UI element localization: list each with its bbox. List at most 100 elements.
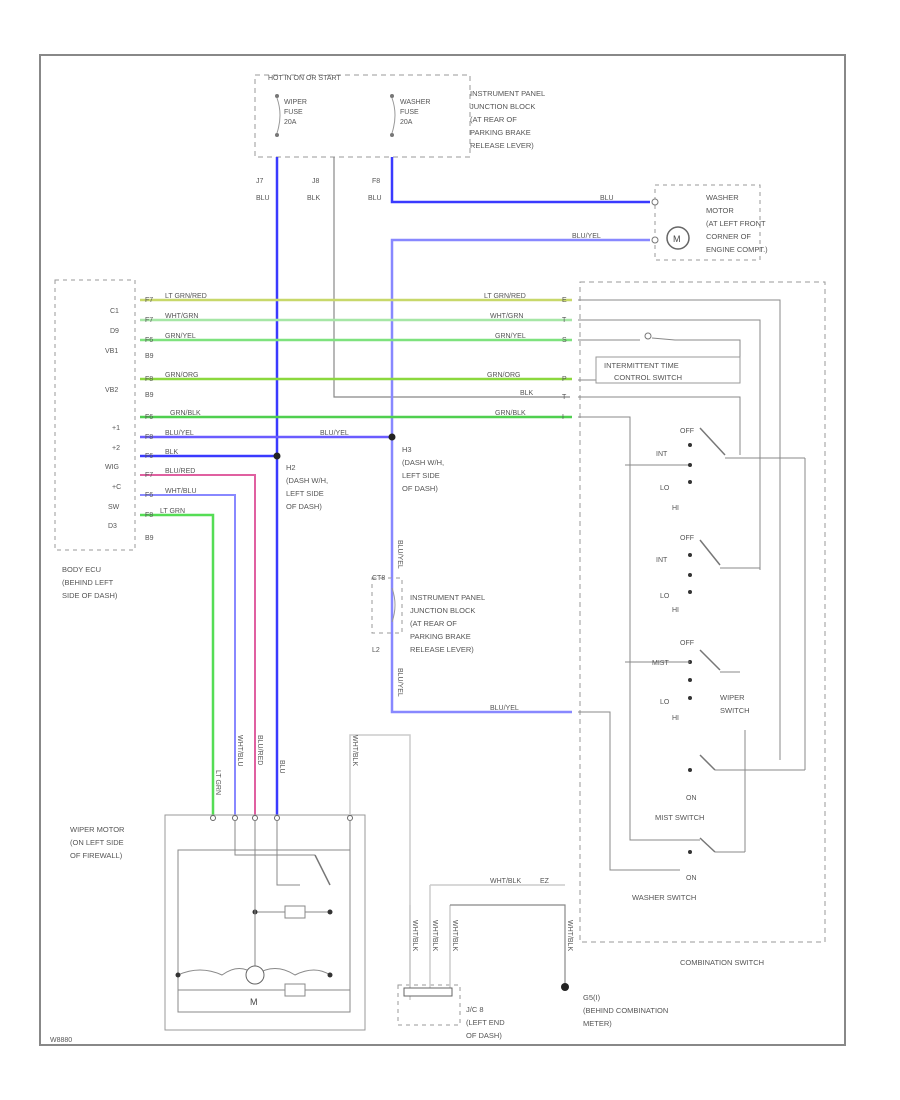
washer-motor: M WASHER MOTOR (AT LEFT FRONT CORNER OF … bbox=[651, 184, 768, 261]
diagram-label: LO bbox=[660, 593, 670, 600]
diagram-label: F6 bbox=[145, 453, 153, 460]
diagram-label: F6 bbox=[145, 414, 153, 421]
diagram-label: INTERMITTENT TIME bbox=[604, 361, 679, 370]
diagram-label: OF DASH) bbox=[402, 484, 438, 493]
label-ground-pin: EZ bbox=[540, 878, 550, 885]
diagram-label: (ON LEFT SIDE bbox=[70, 838, 124, 847]
wire-bluyel-washer bbox=[390, 238, 650, 714]
wire-blu-washer-fuse bbox=[390, 157, 650, 204]
fuse-block-location-2: JUNCTION BLOCK bbox=[470, 102, 535, 111]
label-blk-l: BLK bbox=[165, 449, 179, 456]
diagram-label: T bbox=[562, 394, 567, 401]
diagram-label: ON bbox=[686, 795, 697, 802]
washer-fuse-line3: 20A bbox=[400, 119, 413, 126]
label-grnblk-r: GRN/BLK bbox=[495, 410, 526, 417]
fuse-block-location-4: PARKING BRAKE bbox=[470, 128, 531, 137]
label-grnyel-r: GRN/YEL bbox=[495, 333, 526, 340]
ground-point: G5(I) (BEHIND COMBINATION METER) bbox=[561, 983, 668, 1028]
diagram-label: F8 bbox=[145, 434, 153, 441]
diagram-label: H2 bbox=[286, 463, 296, 472]
diagram-label: BLU bbox=[278, 760, 285, 774]
diagram-label: SWITCH bbox=[720, 706, 750, 715]
diagram-label: (BEHIND COMBINATION bbox=[583, 1006, 668, 1015]
body-ecu-name-3: SIDE OF DASH) bbox=[62, 591, 118, 600]
washer-motor-symbol: M bbox=[673, 234, 681, 244]
diagram-label: OFF bbox=[680, 535, 694, 542]
diagram-label: MIST SWITCH bbox=[655, 813, 704, 822]
wiper-motor-symbol: M bbox=[250, 997, 258, 1007]
washer-motor-name-5: ENGINE COMPT.) bbox=[706, 245, 768, 254]
diagram-label: OFF bbox=[680, 428, 694, 435]
wiper-fuse-line1: WIPER bbox=[284, 99, 307, 106]
label-grnorg-l: GRN/ORG bbox=[165, 372, 198, 379]
diagram-label: D3 bbox=[108, 523, 117, 530]
washer-motor-name-1: WASHER bbox=[706, 193, 739, 202]
diagram-label: E bbox=[562, 297, 567, 304]
diagram-label: RELEASE LEVER) bbox=[410, 645, 474, 654]
diagram-label: F6 bbox=[145, 492, 153, 499]
washer-motor-name-4: CORNER OF bbox=[706, 232, 751, 241]
diagram-label: INT bbox=[656, 451, 668, 458]
wire-ltgrn bbox=[140, 513, 215, 818]
diagram-label: INT bbox=[656, 557, 668, 564]
pin-j7: J7 bbox=[256, 178, 264, 185]
diagram-label: METER) bbox=[583, 1019, 612, 1028]
diagram-label: WIG bbox=[105, 464, 119, 471]
diagram-label: BLU/RED bbox=[256, 735, 263, 765]
diagram-label: (AT REAR OF bbox=[410, 619, 457, 628]
diagram-label: WIPER bbox=[720, 693, 745, 702]
diagram-label: +2 bbox=[112, 445, 120, 452]
diagram-label: F7 bbox=[145, 317, 153, 324]
label-grnorg-r: GRN/ORG bbox=[487, 372, 520, 379]
diagram-label: F7 bbox=[145, 297, 153, 304]
wiper-motor: WIPER MOTOR (ON LEFT SIDE OF FIREWALL) M… bbox=[70, 734, 411, 1031]
label-whtgrn-l: WHT/GRN bbox=[165, 313, 198, 320]
label-switch-bluyel: BLU/YEL bbox=[490, 705, 519, 712]
diagram-label: HI bbox=[672, 505, 679, 512]
pin-j8-wire: BLK bbox=[307, 195, 321, 202]
diagram-label: LEFT SIDE bbox=[286, 489, 324, 498]
diagram-label: SW bbox=[108, 504, 120, 511]
diagram-label: D9 bbox=[110, 328, 119, 335]
diagram-label: PARKING BRAKE bbox=[410, 632, 471, 641]
diagram-border bbox=[39, 54, 846, 1046]
label-ltgrnred-l: LT GRN/RED bbox=[165, 293, 207, 300]
washer-motor-name-2: MOTOR bbox=[706, 206, 734, 215]
diagram-label: WHT/BLU bbox=[236, 735, 243, 767]
ip-junction-block-lower: CT8 L2 INSTRUMENT PANEL JUNCTION BLOCK (… bbox=[371, 575, 485, 654]
body-ecu-name-2: (BEHIND LEFT bbox=[62, 578, 114, 587]
diagram-label: HI bbox=[672, 607, 679, 614]
wiper-fuse-line2: FUSE bbox=[284, 109, 303, 116]
diagram-label: T bbox=[562, 317, 567, 324]
fuse-block-location-1: INSTRUMENT PANEL bbox=[470, 89, 545, 98]
body-ecu: C1 D9 VB1 B9 VB2 B9 +1 +2 WIG +C SW D3 B… bbox=[54, 279, 154, 600]
diagram-label: MIST bbox=[652, 660, 669, 667]
diagram-label: LO bbox=[660, 485, 670, 492]
combination-switch-name: COMBINATION SWITCH bbox=[680, 958, 764, 967]
diagram-label: (DASH W/H, bbox=[286, 476, 328, 485]
splice-h3-dot bbox=[388, 433, 396, 441]
diagram-label: S bbox=[562, 337, 567, 344]
connector-jc: WHT/BLK WHT/BLK WHT/BLK WHT/BLK J/C 8 (L… bbox=[397, 884, 573, 1040]
wire-blk-j8 bbox=[333, 157, 570, 398]
diagram-label: WHT/BLK bbox=[566, 920, 573, 951]
diagram-label: OF FIREWALL) bbox=[70, 851, 123, 860]
diagram-label: LT GRN bbox=[214, 770, 221, 795]
label-bluyel-l: BLU/YEL bbox=[165, 430, 194, 437]
diagram-code: W8880 bbox=[50, 1037, 72, 1044]
pin-f8-wire: BLU bbox=[368, 195, 382, 202]
diagram-label: CT8 bbox=[372, 575, 385, 582]
diagram-label: INSTRUMENT PANEL bbox=[410, 593, 485, 602]
diagram-label: +1 bbox=[112, 425, 120, 432]
label-blured-l: BLU/RED bbox=[165, 468, 195, 475]
diagram-label: CONTROL SWITCH bbox=[614, 373, 682, 382]
diagram-label: WHT/BLK bbox=[351, 735, 358, 766]
fuse-block-location-3: (AT REAR OF bbox=[470, 115, 517, 124]
label-vert-bluyel-2: BLU/YEL bbox=[396, 668, 403, 697]
diagram-label: H3 bbox=[402, 445, 412, 454]
diagram-label: F6 bbox=[145, 337, 153, 344]
diagram-label: HI bbox=[672, 715, 679, 722]
wire-whtblu bbox=[140, 494, 236, 818]
diagram-label: WHT/BLK bbox=[411, 920, 418, 951]
